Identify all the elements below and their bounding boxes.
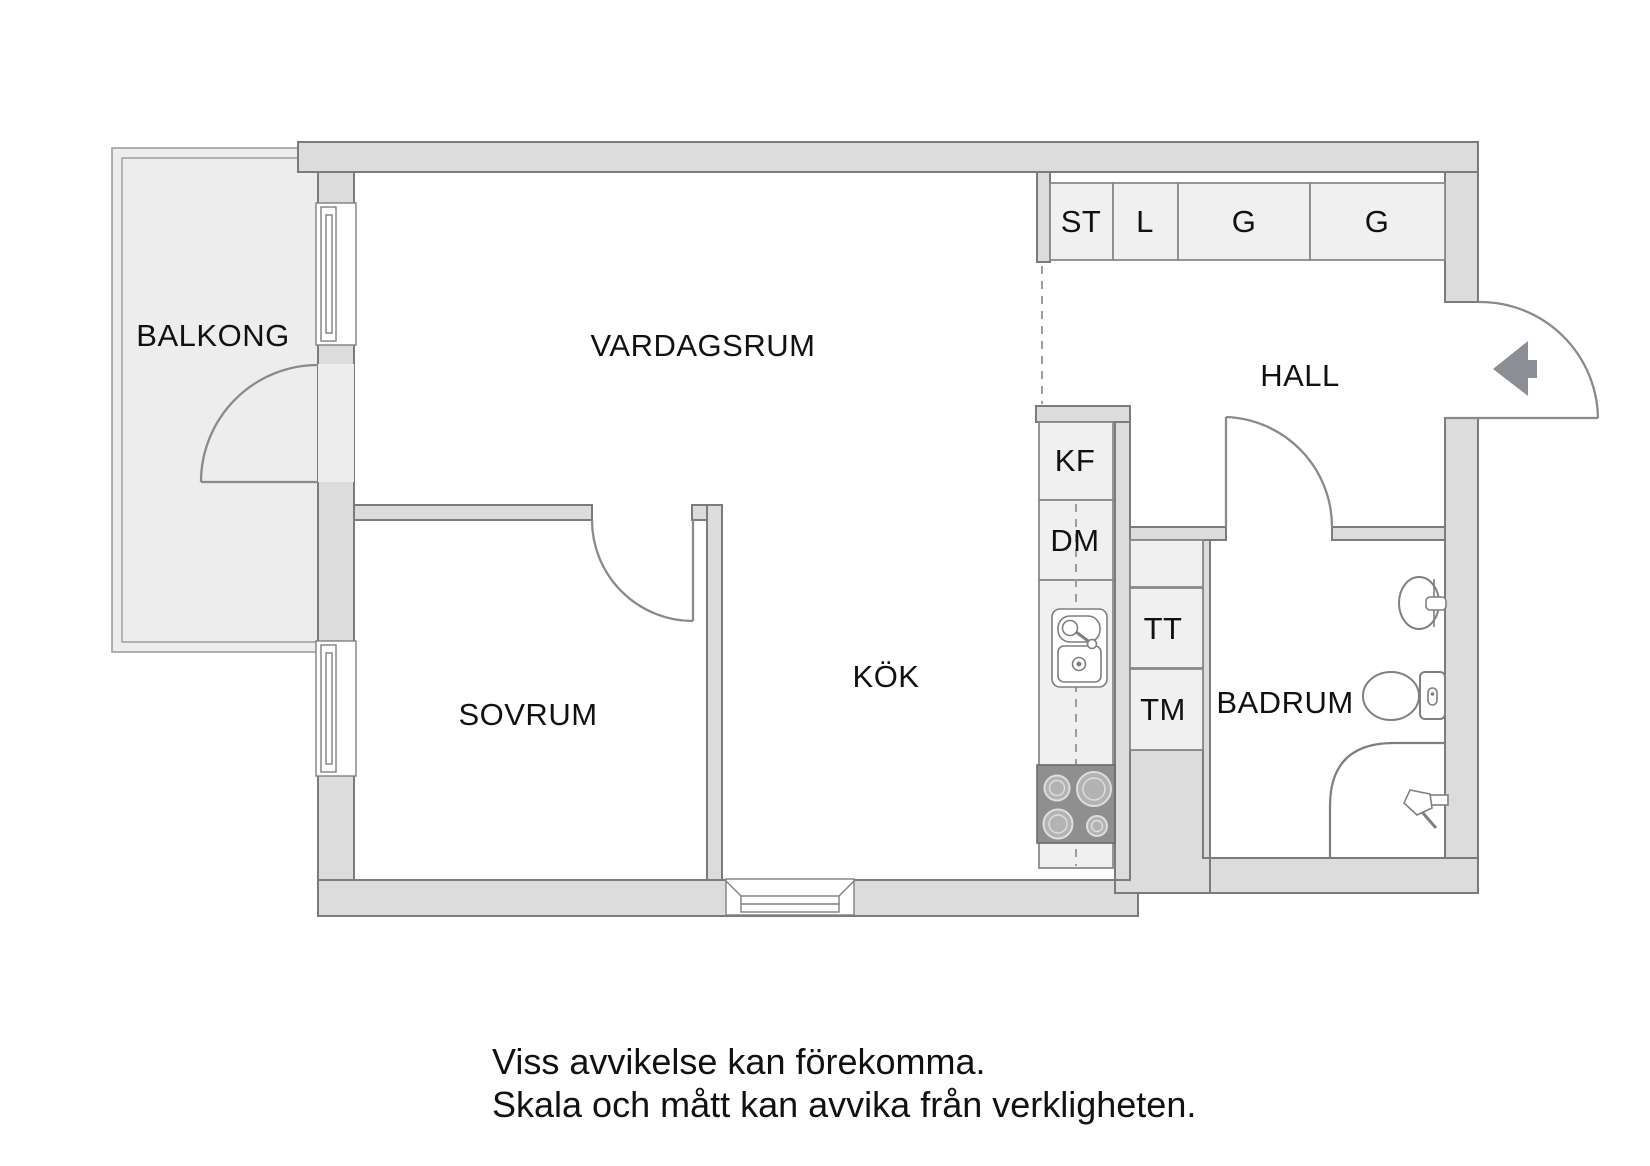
wall-bedroom-kitchen (706, 504, 723, 881)
room-label-badrum: BADRUM (1216, 685, 1354, 720)
appliance-label-tm: TM (1140, 692, 1186, 727)
wall-kitchen-cap (1035, 405, 1131, 423)
shower-head-icon (1403, 789, 1449, 829)
room-label-hall: HALL (1260, 358, 1340, 393)
room-label-vardagsrum: VARDAGSRUM (590, 328, 816, 363)
bathroom-fixtures (1328, 576, 1449, 858)
balcony-inner-border (121, 157, 318, 643)
appliance-label-dm: DM (1050, 523, 1100, 558)
toilet-icon (1362, 671, 1446, 721)
closets (1049, 182, 1446, 261)
balcony-door-opening (318, 364, 354, 482)
entry-door (1445, 300, 1600, 420)
wall-right-lower (1444, 417, 1479, 894)
appliance-label-tt: TT (1143, 611, 1183, 646)
disclaimer-line-2: Skala och mått kan avvika från verklighe… (492, 1084, 1197, 1125)
wall-bottom-bathroom (1202, 857, 1479, 894)
bedroom-window (315, 640, 357, 777)
closet-label-g2: G (1364, 204, 1390, 239)
wall-bedroom-top (353, 504, 593, 521)
bathroom-door (1224, 415, 1334, 528)
wall-bathroom-top-right (1331, 526, 1446, 541)
wall-bathroom-top-left (1129, 526, 1227, 541)
closet-g2 (1309, 182, 1446, 261)
balcony-door (199, 363, 319, 484)
wall-right-upper (1444, 171, 1479, 303)
closet-label-g1: G (1231, 204, 1257, 239)
kitchen-window (725, 878, 855, 916)
wall-kitchen-right (1114, 405, 1131, 881)
walls (297, 141, 1479, 917)
balcony-floor (111, 147, 319, 653)
room-label-kok: KÖK (852, 659, 920, 694)
wall-top (297, 141, 1479, 173)
stove-burners-icon (1036, 764, 1116, 844)
entry-direction-arrow-icon (1493, 341, 1537, 396)
appliance-label-kf: KF (1054, 443, 1096, 478)
bedroom-door (590, 519, 695, 623)
doors (199, 300, 1600, 623)
shower-corner (1328, 741, 1449, 858)
room-label-balkong: BALKONG (136, 318, 290, 353)
closet-g1 (1177, 182, 1311, 261)
laundry-cabinet (1129, 539, 1204, 588)
disclaimer-line-1: Viss avvikelse kan förekomma. (492, 1041, 986, 1082)
fridge-freezer-box (1038, 421, 1114, 501)
wall-hall-stub (1036, 171, 1051, 263)
closet-st (1049, 182, 1114, 261)
washing-machine-box (1129, 668, 1204, 751)
windows (315, 202, 855, 916)
closet-label-st: ST (1060, 204, 1102, 239)
closet-l (1112, 182, 1179, 261)
closet-label-l: L (1136, 204, 1154, 239)
wall-bathroom-west (1202, 539, 1211, 859)
room-label-sovrum: SOVRUM (458, 697, 598, 732)
balcony-area (111, 147, 319, 653)
disclaimer-text: Viss avvikelse kan förekomma. Skala och … (492, 1040, 1196, 1126)
living-room-window (315, 202, 357, 346)
washbasin-icon (1398, 576, 1447, 630)
kitchen-sink-icon (1051, 608, 1108, 688)
dryer-box (1129, 587, 1204, 669)
